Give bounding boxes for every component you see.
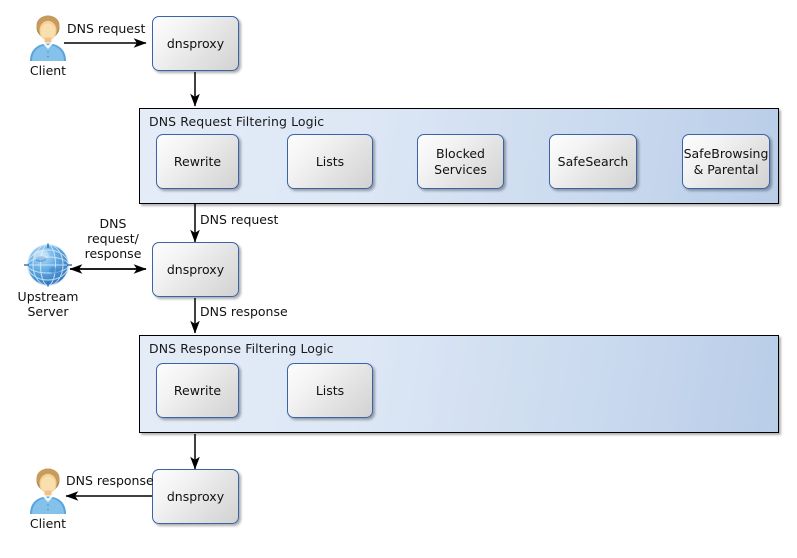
node-label: SafeBrowsing & Parental: [683, 146, 769, 177]
node-label: Lists: [315, 153, 345, 169]
actor-upstream-server: Upstream Server: [16, 242, 80, 320]
edge-label-upstream-exchange: DNS request/ response: [84, 216, 142, 261]
actor-label: Client: [29, 63, 67, 78]
stage-lists-request[interactable]: Lists: [287, 134, 373, 189]
node-label: Rewrite: [173, 153, 222, 169]
stage-blocked-services[interactable]: Blocked Services: [417, 134, 504, 189]
node-label: Lists: [315, 382, 345, 398]
stage-safebrowsing-parental[interactable]: SafeBrowsing & Parental: [682, 134, 770, 189]
node-label: SafeSearch: [557, 153, 629, 169]
edge-label-panel1-to-dnsproxy2: DNS request: [200, 212, 279, 227]
person-icon: [16, 467, 80, 515]
actor-label: Upstream Server: [17, 289, 79, 319]
stage-safesearch[interactable]: SafeSearch: [549, 134, 637, 189]
stage-rewrite-request[interactable]: Rewrite: [156, 134, 239, 189]
actor-client-bottom: Client: [16, 467, 80, 532]
node-label: Blocked Services: [434, 146, 487, 177]
panel-request-filtering: DNS Request Filtering Logic Rewrite List…: [139, 108, 779, 204]
edge-label-dnsproxy2-to-panel2: DNS response: [200, 304, 288, 319]
globe-icon: [16, 242, 80, 288]
node-dnsproxy-1[interactable]: dnsproxy: [152, 16, 239, 71]
node-label: dnsproxy: [166, 35, 225, 51]
actor-client-top: Client: [16, 14, 80, 79]
stage-rewrite-response[interactable]: Rewrite: [156, 363, 239, 418]
person-icon: [16, 14, 80, 62]
panel-title: DNS Response Filtering Logic: [149, 341, 334, 356]
node-dnsproxy-3[interactable]: dnsproxy: [152, 469, 239, 524]
node-label: dnsproxy: [166, 261, 225, 277]
panel-response-filtering: DNS Response Filtering Logic Rewrite Lis…: [139, 335, 779, 433]
node-label: dnsproxy: [166, 488, 225, 504]
edge-label-client-to-dnsproxy1: DNS request: [67, 21, 146, 36]
panel-title: DNS Request Filtering Logic: [149, 114, 325, 129]
stage-lists-response[interactable]: Lists: [287, 363, 373, 418]
actor-label: Client: [29, 516, 67, 531]
edge-label-dnsproxy3-to-client: DNS response: [66, 473, 154, 488]
node-label: Rewrite: [173, 382, 222, 398]
node-dnsproxy-2[interactable]: dnsproxy: [152, 242, 239, 297]
